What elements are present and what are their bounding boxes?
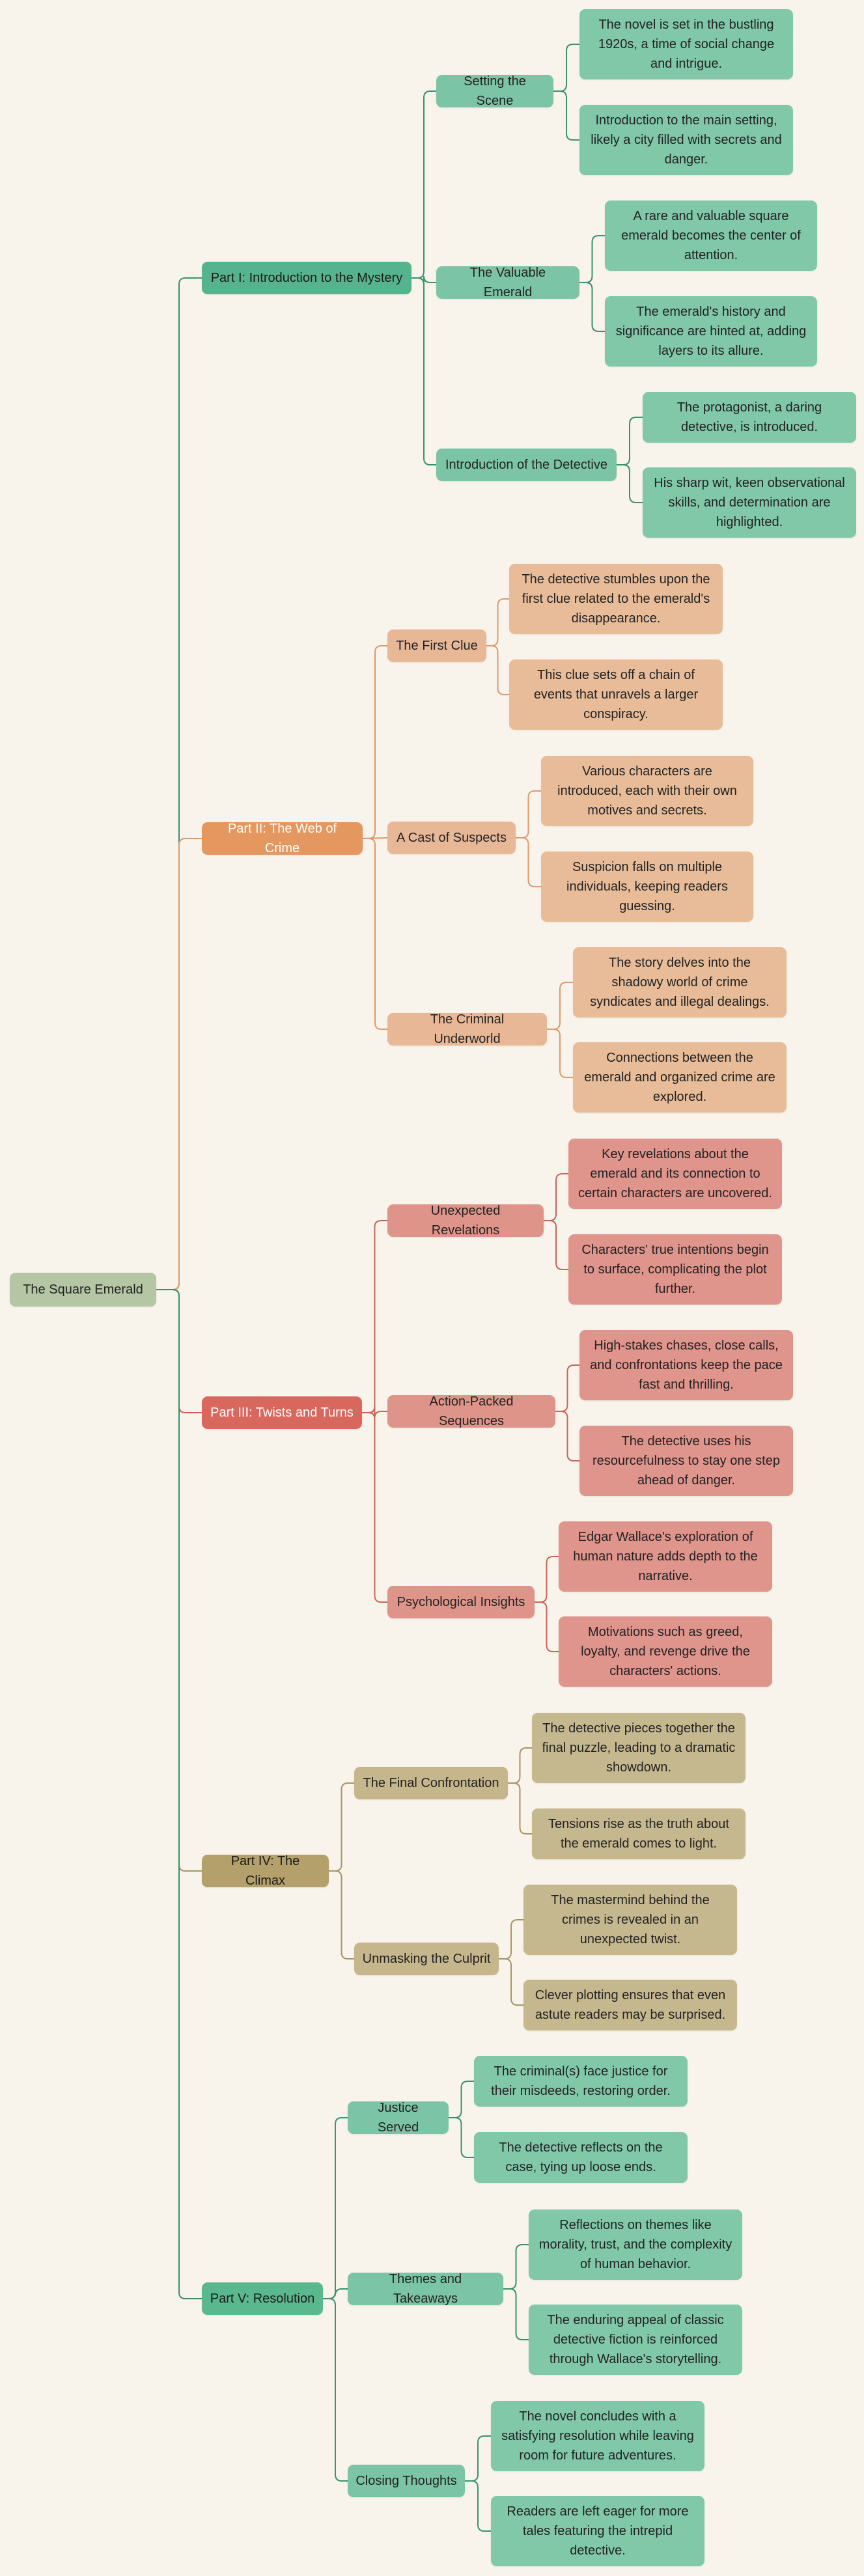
- detail-node: Various characters are introduced, each …: [541, 756, 753, 826]
- detail-node: The detective stumbles upon the first cl…: [509, 564, 723, 634]
- section-node: A Cast of Suspects: [387, 822, 516, 854]
- connector-root-part-5: [156, 1289, 202, 2299]
- section-node: Unmasking the Culprit: [354, 1943, 499, 1975]
- connector-part-1-sub-3: [411, 277, 436, 465]
- part-node-3: Part III: Twists and Turns: [202, 1396, 362, 1429]
- section-node: The First Clue: [387, 630, 486, 662]
- detail-node: Readers are left eager for more tales fe…: [491, 2496, 704, 2566]
- connector-sub-leaf: [503, 2288, 529, 2340]
- connector-sub-leaf: [499, 1919, 523, 1960]
- section-node: The Valuable Emerald: [436, 266, 579, 299]
- detail-node: The detective pieces together the final …: [532, 1713, 746, 1783]
- connector-sub-leaf: [547, 982, 573, 1030]
- connector-sub-leaf: [486, 598, 509, 646]
- connector-sub-leaf: [555, 1411, 579, 1461]
- connector-sub-leaf: [579, 235, 605, 283]
- detail-node: This clue sets off a chain of events tha…: [509, 659, 723, 730]
- detail-node: The protagonist, a daring detective, is …: [643, 392, 856, 443]
- connector-sub-leaf: [449, 2117, 474, 2158]
- connector-sub-leaf: [544, 1173, 568, 1221]
- connector-sub-leaf: [499, 1958, 523, 2006]
- part-node-1: Part I: Introduction to the Mystery: [202, 262, 411, 294]
- connector-sub-leaf: [508, 1747, 532, 1784]
- section-node: Setting the Scene: [436, 74, 553, 108]
- connector-part-4-sub-1: [329, 1782, 354, 1872]
- detail-node: Clever plotting ensures that even astute…: [523, 1980, 737, 2030]
- detail-node: High-stakes chases, close calls, and con…: [579, 1330, 793, 1400]
- connector-sub-leaf: [579, 282, 605, 332]
- section-node: Closing Thoughts: [348, 2465, 465, 2497]
- section-node: Justice Served: [348, 2101, 449, 2135]
- part-node-2: Part II: The Web of Crime: [202, 822, 363, 855]
- detail-node: Reflections on themes like morality, tru…: [529, 2209, 742, 2280]
- detail-node: The mastermind behind the crimes is reve…: [523, 1885, 737, 1955]
- detail-node: The criminal(s) face justice for their m…: [474, 2056, 688, 2107]
- connector-part-2-sub-1: [363, 645, 387, 839]
- detail-node: Connections between the emerald and orga…: [573, 1042, 787, 1113]
- detail-node: Characters' true intentions begin to sur…: [568, 1234, 782, 1305]
- connector-part-2-sub-3: [363, 838, 387, 1030]
- connector-sub-leaf: [547, 1029, 573, 1078]
- connector-part-5-sub-1: [323, 2117, 348, 2299]
- connector-sub-leaf: [465, 2435, 491, 2482]
- connector-part-3-sub-2: [362, 1406, 387, 1419]
- connector-sub-leaf: [516, 837, 541, 887]
- detail-node: His sharp wit, keen observational skills…: [643, 467, 856, 538]
- detail-node: A rare and valuable square emerald becom…: [605, 201, 817, 271]
- detail-node: The emerald's history and significance a…: [605, 296, 817, 367]
- connector-sub-leaf: [486, 645, 509, 695]
- connector-sub-leaf: [617, 464, 643, 503]
- detail-node: Introduction to the main setting, likely…: [579, 105, 793, 175]
- section-node: Action-Packed Sequences: [387, 1394, 555, 1428]
- connector-sub-leaf: [553, 44, 579, 92]
- connector-part-3-sub-3: [362, 1412, 387, 1603]
- connector-sub-leaf: [535, 1556, 559, 1603]
- section-node: The Criminal Underworld: [387, 1012, 547, 1046]
- connector-part-5-sub-3: [323, 2298, 348, 2482]
- detail-node: The detective uses his resourcefulness t…: [579, 1426, 793, 1496]
- section-node: Unexpected Revelations: [387, 1204, 544, 1238]
- detail-node: Key revelations about the emerald and it…: [568, 1139, 782, 1209]
- connector-sub-leaf: [617, 417, 643, 465]
- detail-node: The enduring appeal of classic detective…: [529, 2305, 742, 2375]
- part-node-5: Part V: Resolution: [202, 2282, 323, 2315]
- detail-node: The story delves into the shadowy world …: [573, 947, 787, 1018]
- connector-sub-leaf: [503, 2244, 529, 2290]
- connector-sub-leaf: [535, 1601, 559, 1652]
- connector-part-4-sub-2: [329, 1870, 354, 1960]
- detail-node: The novel is set in the bustling 1920s, …: [579, 9, 793, 79]
- detail-node: The detective reflects on the case, tyin…: [474, 2132, 688, 2183]
- detail-node: Edgar Wallace's exploration of human nat…: [559, 1521, 772, 1592]
- connector-sub-leaf: [555, 1364, 579, 1412]
- connector-sub-leaf: [465, 2480, 491, 2532]
- connector-sub-leaf: [544, 1220, 568, 1270]
- connector-part-1-sub-1: [411, 90, 436, 279]
- section-node: Psychological Insights: [387, 1586, 535, 1618]
- connector-sub-leaf: [508, 1782, 532, 1835]
- part-node-4: Part IV: The Climax: [202, 1854, 329, 1888]
- connector-part-5-sub-2: [323, 2288, 348, 2299]
- connector-sub-leaf: [449, 2081, 474, 2118]
- detail-node: The novel concludes with a satisfying re…: [491, 2401, 704, 2471]
- section-node: Introduction of the Detective: [436, 449, 617, 481]
- root-node: The Square Emerald: [10, 1273, 156, 1307]
- section-node: The Final Confrontation: [354, 1767, 508, 1799]
- detail-node: Suspicion falls on multiple individuals,…: [541, 852, 753, 922]
- connector-sub-leaf: [553, 90, 579, 141]
- detail-node: Tensions rise as the truth about the eme…: [532, 1808, 746, 1859]
- section-node: Themes and Takeaways: [348, 2272, 503, 2306]
- connector-root-part-2: [156, 838, 202, 1290]
- connector-sub-leaf: [516, 790, 541, 838]
- connector-part-3-sub-1: [362, 1220, 387, 1413]
- detail-node: Motivations such as greed, loyalty, and …: [559, 1616, 772, 1687]
